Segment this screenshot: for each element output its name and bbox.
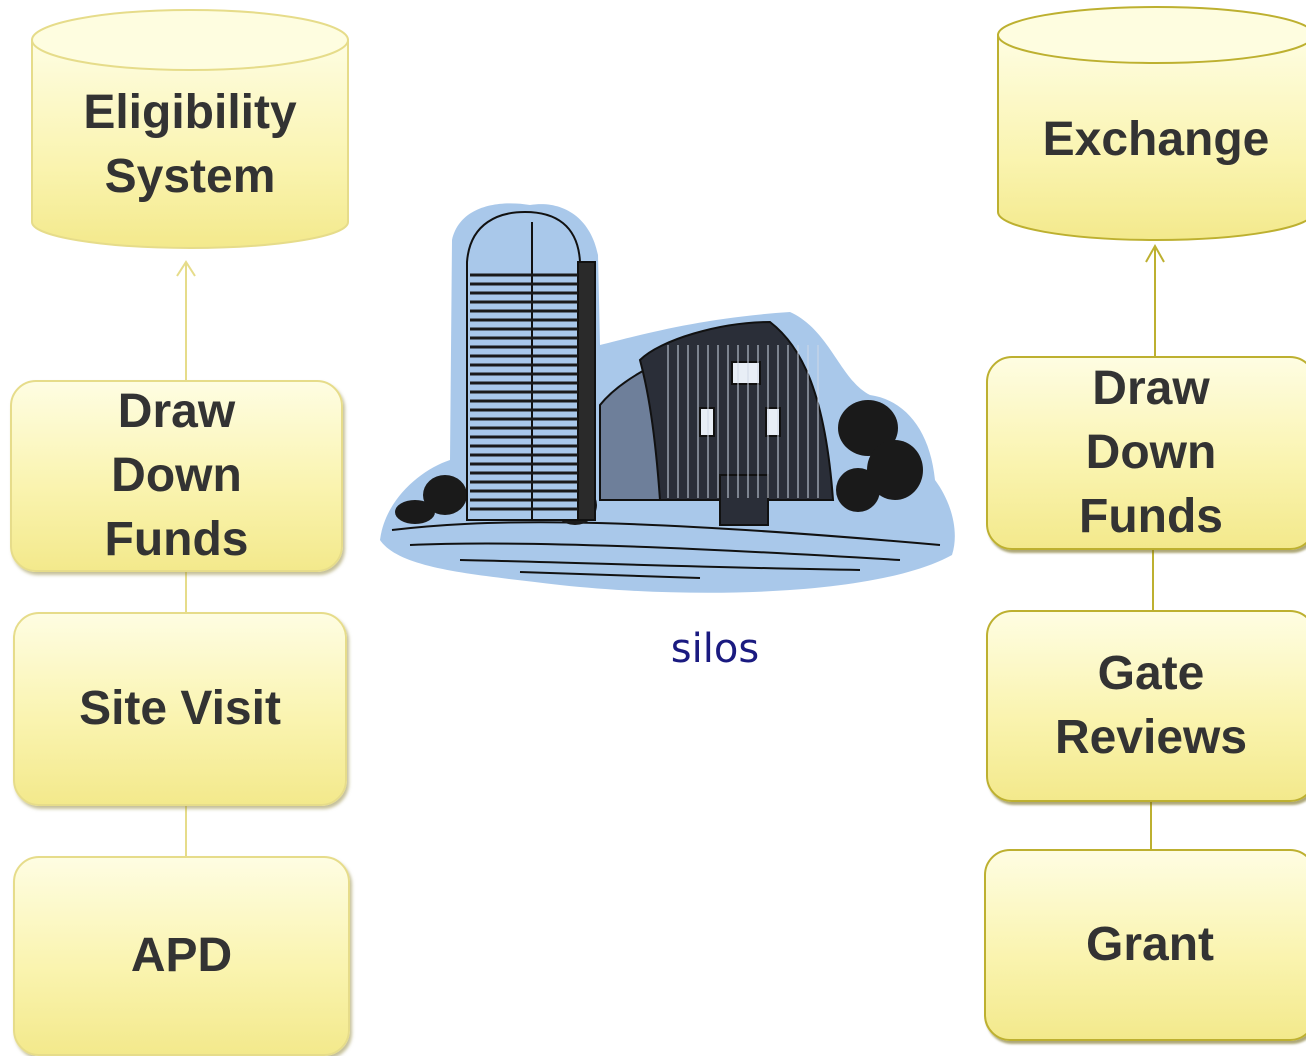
eligibility-system-cylinder: [31, 9, 349, 249]
exchange-cylinder: [997, 6, 1306, 241]
grant-box: Grant: [984, 849, 1306, 1041]
silos-caption: silos: [670, 626, 760, 672]
gate-reviews-box: Gate Reviews: [986, 610, 1306, 802]
grant-label: Grant: [1085, 918, 1214, 971]
right-draw-down-funds-label: Draw Down Funds: [1079, 362, 1223, 543]
barn-siding: [667, 345, 819, 498]
apd-box: APD: [13, 856, 350, 1056]
silo-bands: [470, 273, 578, 511]
left-draw-down-funds-box: Draw Down Funds: [10, 380, 343, 572]
left-arrowhead: [176, 260, 196, 277]
apd-label: APD: [130, 929, 233, 982]
left-draw-down-funds-label: Draw Down Funds: [104, 385, 249, 566]
right-arrowhead: [1145, 243, 1165, 263]
exchange-label-wrap: Exchange: [998, 85, 1306, 195]
site-visit-box: Site Visit: [13, 612, 347, 806]
right-draw-down-funds-box: Draw Down Funds: [986, 356, 1306, 550]
exchange-label: Exchange: [1042, 113, 1270, 166]
gate-reviews-label: Gate Reviews: [1054, 647, 1248, 764]
eligibility-system-label: Eligibility System: [83, 86, 297, 203]
eligibility-system-label-wrap: Eligibility System: [32, 75, 348, 215]
tree-right: [836, 400, 923, 512]
site-visit-label: Site Visit: [79, 682, 281, 735]
